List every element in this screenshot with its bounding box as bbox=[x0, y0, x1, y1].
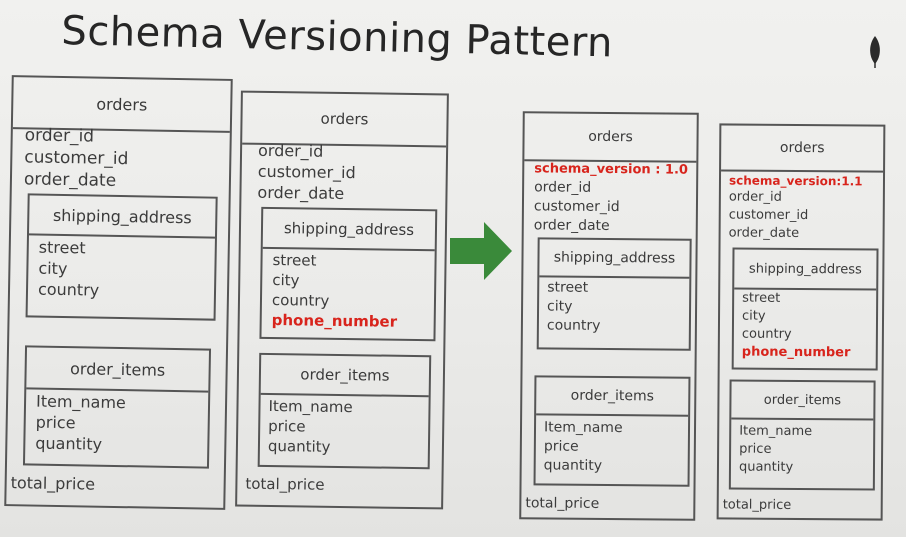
field-price: price bbox=[268, 416, 306, 436]
right-arrow-icon bbox=[450, 222, 512, 280]
field-order-date: order_date bbox=[533, 217, 610, 235]
field-total-price: total_price bbox=[10, 473, 96, 494]
order-items-box: order_items Item_name price quantity bbox=[257, 352, 432, 470]
field-city: city bbox=[741, 308, 766, 324]
order-items-box: order_items Item_name price quantity bbox=[22, 345, 212, 469]
field-order-date: order_date bbox=[257, 182, 345, 204]
order-items-header: order_items bbox=[260, 354, 430, 398]
field-total-price: total_price bbox=[722, 497, 792, 513]
field-schema-version: schema_version : 1.0 bbox=[534, 161, 689, 178]
field-total-price: total_price bbox=[245, 474, 325, 494]
field-city: city bbox=[547, 298, 573, 315]
shipping-address-box: shipping_address street city country bbox=[25, 193, 218, 321]
field-country: country bbox=[546, 317, 601, 334]
order-items-box: order_items Item_name price quantity bbox=[728, 379, 876, 491]
field-order-id: order_id bbox=[24, 125, 95, 147]
field-street: street bbox=[547, 279, 589, 296]
field-item-name: Item_name bbox=[268, 396, 353, 417]
field-item-name: Item_name bbox=[739, 423, 813, 440]
orders-diagram-original: orders order_id customer_id order_date s… bbox=[4, 75, 233, 510]
field-total-price: total_price bbox=[525, 495, 600, 512]
orders-diagram-updated: orders order_id customer_id order_date s… bbox=[235, 90, 449, 510]
orders-diagram-version-1-0: orders schema_version : 1.0 order_id cus… bbox=[519, 111, 699, 521]
field-street: street bbox=[38, 237, 86, 258]
shipping-address-header: shipping_address bbox=[734, 249, 877, 291]
shipping-address-box: shipping_address street city country pho… bbox=[259, 206, 438, 342]
field-item-name: Item_name bbox=[35, 391, 127, 413]
order-items-box: order_items Item_name price quantity bbox=[533, 375, 691, 487]
field-quantity: quantity bbox=[35, 433, 103, 454]
field-quantity: quantity bbox=[738, 459, 794, 475]
field-price: price bbox=[35, 412, 76, 433]
field-city: city bbox=[272, 271, 300, 290]
shipping-address-box: shipping_address street city country bbox=[536, 237, 692, 351]
field-order-id: order_id bbox=[257, 140, 324, 161]
field-customer-id: customer_id bbox=[533, 198, 620, 216]
field-order-date: order_date bbox=[728, 225, 800, 241]
field-customer-id: customer_id bbox=[728, 207, 809, 224]
field-street: street bbox=[742, 290, 781, 306]
field-city: city bbox=[38, 258, 68, 279]
order-items-header: order_items bbox=[26, 347, 209, 393]
field-country: country bbox=[271, 291, 330, 310]
leaf-icon bbox=[870, 36, 880, 68]
shipping-address-header: shipping_address bbox=[262, 208, 436, 252]
field-customer-id: customer_id bbox=[257, 161, 356, 183]
field-price: price bbox=[543, 438, 579, 455]
shipping-address-header: shipping_address bbox=[28, 195, 216, 239]
field-street: street bbox=[272, 251, 317, 270]
slide-title: Schema Versioning Pattern bbox=[60, 8, 614, 67]
field-order-id: order_id bbox=[728, 189, 782, 205]
field-customer-id: customer_id bbox=[24, 147, 129, 170]
orders-diagram-version-1-1: orders schema_version:1.1 order_id custo… bbox=[716, 123, 886, 521]
field-price: price bbox=[739, 441, 772, 457]
field-country: country bbox=[37, 279, 100, 300]
shipping-address-box: shipping_address street city country pho… bbox=[731, 247, 879, 371]
field-country: country bbox=[741, 326, 792, 342]
orders-header: orders bbox=[242, 92, 447, 148]
field-order-date: order_date bbox=[23, 169, 117, 191]
orders-header: orders bbox=[12, 77, 231, 133]
order-items-header: order_items bbox=[731, 381, 874, 421]
shipping-address-header: shipping_address bbox=[539, 239, 690, 279]
field-item-name: Item_name bbox=[543, 419, 623, 437]
field-schema-version: schema_version:1.1 bbox=[728, 173, 863, 189]
orders-header: orders bbox=[721, 125, 884, 173]
orders-header: orders bbox=[524, 113, 697, 163]
field-phone-number: phone_number bbox=[271, 311, 398, 331]
field-quantity: quantity bbox=[267, 436, 331, 456]
field-order-id: order_id bbox=[534, 179, 592, 196]
order-items-header: order_items bbox=[536, 377, 689, 417]
field-quantity: quantity bbox=[543, 457, 603, 474]
field-phone-number: phone_number bbox=[741, 344, 851, 361]
